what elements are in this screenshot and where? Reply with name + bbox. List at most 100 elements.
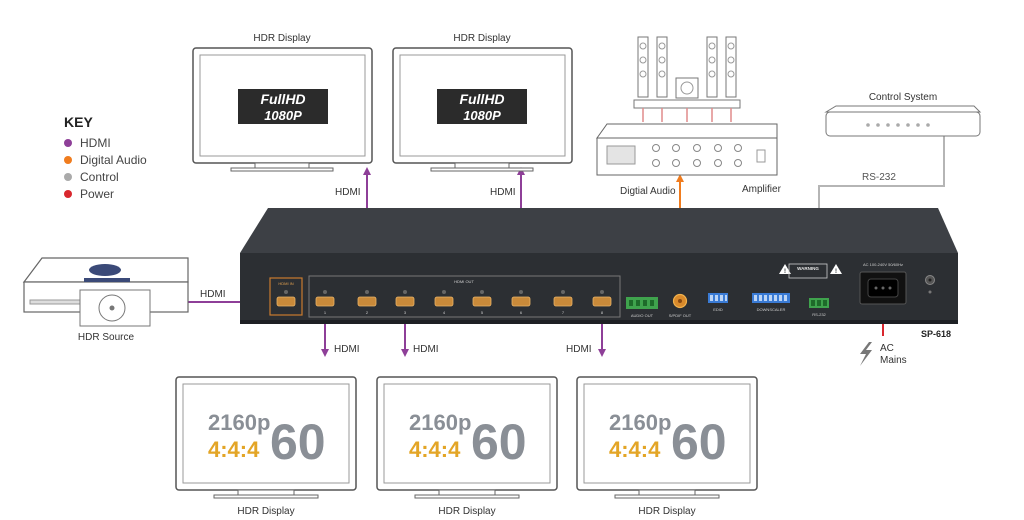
legend-item: Power bbox=[64, 185, 147, 202]
warning-text: WARNING bbox=[797, 266, 819, 271]
hdr-source-label: HDR Source bbox=[78, 332, 135, 343]
control-system-device: Control System bbox=[824, 92, 982, 137]
hdr-source-player: HDR Source bbox=[22, 257, 189, 343]
port-number: 8 bbox=[601, 310, 604, 315]
legend-item: Control bbox=[64, 168, 147, 185]
resolution-text: 1080P bbox=[264, 108, 302, 123]
resolution-text: 1080P bbox=[463, 108, 501, 123]
rs232-label: RS-232 bbox=[862, 172, 896, 183]
hdmi-in-label: HDMI bbox=[200, 289, 226, 300]
port-led bbox=[403, 290, 407, 294]
svg-text:!: ! bbox=[784, 269, 786, 275]
legend-swatch bbox=[64, 172, 72, 181]
downscaler-text: DOWNSCALER bbox=[757, 307, 786, 312]
display-label: HDR Display bbox=[253, 33, 310, 44]
hdmi-top-label-2: HDMI bbox=[490, 187, 516, 198]
display-label: HDR Display bbox=[237, 506, 294, 517]
bluray-logo-icon bbox=[89, 264, 121, 276]
resolution-text: 2160p bbox=[609, 410, 671, 435]
resolution-text: 2160p bbox=[208, 410, 270, 435]
chroma-text: 4:4:4 bbox=[208, 437, 260, 462]
chroma-text: 4:4:4 bbox=[409, 437, 461, 462]
port-number: 5 bbox=[481, 310, 484, 315]
hdmi-out-bank bbox=[308, 275, 621, 318]
port-led bbox=[561, 290, 565, 294]
amp-display-icon bbox=[606, 145, 636, 165]
hdmi-in-port bbox=[276, 296, 296, 307]
svg-text:!: ! bbox=[835, 269, 837, 275]
port-led bbox=[365, 290, 369, 294]
warning-label-box bbox=[788, 263, 828, 279]
port-number: 2 bbox=[366, 310, 369, 315]
power-rating-text: AC 100-240V 50/60Hz bbox=[863, 262, 903, 267]
hdmi-out-port bbox=[511, 296, 531, 307]
port-number: 7 bbox=[562, 310, 565, 315]
control-system-label: Control System bbox=[869, 92, 937, 103]
port-led bbox=[519, 290, 523, 294]
hdmi-bottom-label-3: HDMI bbox=[566, 344, 592, 355]
hdmi-out-arrowhead-bottom-1 bbox=[321, 349, 329, 357]
digital-audio-label: Digtial Audio bbox=[620, 186, 676, 197]
port-number: 3 bbox=[404, 310, 407, 315]
amplifier-label: Amplifier bbox=[742, 184, 782, 195]
amplifier-with-speakers: Amplifier bbox=[596, 36, 782, 195]
hdmi-out-arrowhead-top-1 bbox=[363, 167, 371, 175]
digital-audio-arrowhead bbox=[676, 174, 684, 182]
ac-mains-label-1: AC bbox=[880, 343, 894, 354]
legend-label: Digital Audio bbox=[80, 152, 147, 167]
rs232-port-text: RS-232 bbox=[812, 312, 826, 317]
hdmi-out-port bbox=[592, 296, 612, 307]
hdmi-out-port bbox=[315, 296, 335, 307]
hdmi-out-port bbox=[395, 296, 415, 307]
hdmi-in-port-frame bbox=[269, 277, 303, 316]
port-led bbox=[442, 290, 446, 294]
legend-title: KEY bbox=[64, 114, 93, 130]
fullhd-logo-text: FullHD bbox=[459, 91, 504, 107]
hdmi-top-label-1: HDMI bbox=[335, 187, 361, 198]
hdmi-out-arrowhead-bottom-2 bbox=[401, 349, 409, 357]
port-number: 6 bbox=[520, 310, 523, 315]
framerate-text: 60 bbox=[270, 414, 326, 470]
legend-swatch bbox=[64, 155, 72, 164]
hdmi-bottom-label-2: HDMI bbox=[413, 344, 439, 355]
warning-icon-2 bbox=[830, 264, 842, 274]
ac-mains-label-2: Mains bbox=[880, 355, 907, 366]
legend-label: Control bbox=[80, 169, 119, 184]
lightning-bolt-icon bbox=[860, 342, 872, 366]
resolution-text: 2160p bbox=[409, 410, 471, 435]
hdmi-out-port bbox=[553, 296, 573, 307]
legend-swatch bbox=[64, 189, 72, 198]
hdmi-in-text: HDMI IN bbox=[278, 281, 293, 286]
display-label: HDR Display bbox=[638, 506, 695, 517]
chroma-text: 4:4:4 bbox=[609, 437, 661, 462]
audio-out-text: AUDIO OUT bbox=[631, 313, 654, 318]
display-label: HDR Display bbox=[453, 33, 510, 44]
legend-item: HDMI bbox=[64, 134, 147, 151]
hdmi-out-port bbox=[434, 296, 454, 307]
hdmi-out-port bbox=[357, 296, 377, 307]
port-led bbox=[600, 290, 604, 294]
framerate-text: 60 bbox=[471, 414, 527, 470]
model-name: SP-618 bbox=[921, 329, 951, 339]
legend-label: HDMI bbox=[80, 135, 111, 150]
spdif-out-text: S/PDIF OUT bbox=[669, 313, 692, 318]
hdmi-out-arrowhead-bottom-3 bbox=[598, 349, 606, 357]
warning-icon bbox=[779, 264, 791, 274]
port-number: 1 bbox=[324, 310, 327, 315]
hdr-display-top-1: HDR Display FullHD 1080P bbox=[192, 33, 373, 172]
hdmi-out-text: HDMI OUT bbox=[454, 279, 474, 284]
status-led bbox=[928, 290, 932, 294]
legend-swatch bbox=[64, 138, 72, 147]
edid-text: EDID bbox=[713, 307, 723, 312]
port-led bbox=[480, 290, 484, 294]
hdmi-out-port bbox=[472, 296, 492, 307]
display-label: HDR Display bbox=[438, 506, 495, 517]
fullhd-logo-text: FullHD bbox=[260, 91, 305, 107]
